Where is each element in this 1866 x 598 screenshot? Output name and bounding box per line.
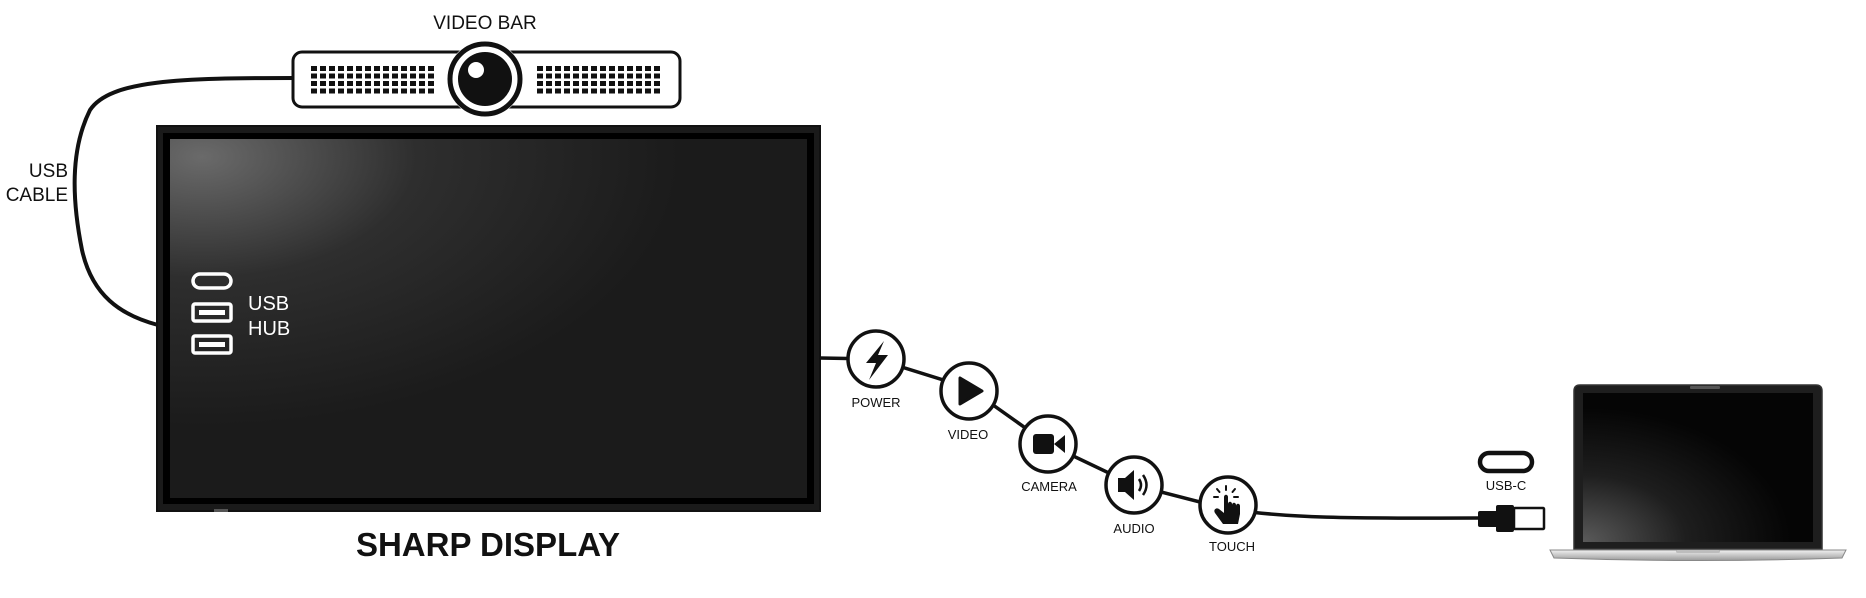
video-camera-icon — [1033, 434, 1065, 454]
signal-camera: CAMERA — [1018, 414, 1078, 494]
signal-label: POWER — [851, 395, 900, 410]
camera-lens-icon — [447, 41, 523, 117]
usb-a-port-icon — [191, 334, 233, 355]
usb-cable-label-line1: USB — [29, 161, 68, 182]
usb-hub-label-line2: HUB — [248, 318, 290, 340]
lightning-bolt-icon — [866, 341, 888, 380]
usb-cable-label-line2: CABLE — [6, 185, 68, 206]
speaker-grille-right — [537, 66, 660, 94]
signal-label: VIDEO — [948, 427, 988, 442]
usb-hub — [191, 272, 233, 355]
usb-cable — [72, 76, 296, 327]
signal-label: AUDIO — [1113, 521, 1154, 536]
play-icon — [958, 376, 984, 406]
usb-c-plug — [1478, 505, 1546, 532]
signal-power: POWER — [846, 329, 906, 410]
tap-hand-icon — [1213, 485, 1240, 524]
usb-hub-label-line1: USB — [248, 293, 289, 315]
laptop — [1549, 384, 1847, 561]
usb-c-connector-icon — [1477, 450, 1535, 474]
usb-c-label: USB-C — [1486, 478, 1526, 493]
signal-label: TOUCH — [1209, 539, 1255, 554]
speaker-grille-left — [311, 66, 434, 94]
signal-label: CAMERA — [1021, 479, 1077, 494]
video-bar — [291, 41, 682, 117]
usb-c-port-icon — [191, 272, 233, 290]
video-bar-label: VIDEO BAR — [433, 13, 536, 34]
sharp-display — [156, 125, 821, 512]
speaker-icon — [1118, 470, 1148, 500]
usb-a-port-icon — [191, 302, 233, 323]
signal-touch: TOUCH — [1198, 475, 1258, 554]
signal-video: VIDEO — [939, 361, 999, 442]
sharp-display-label: SHARP DISPLAY — [356, 526, 620, 563]
signal-audio: AUDIO — [1104, 455, 1164, 536]
